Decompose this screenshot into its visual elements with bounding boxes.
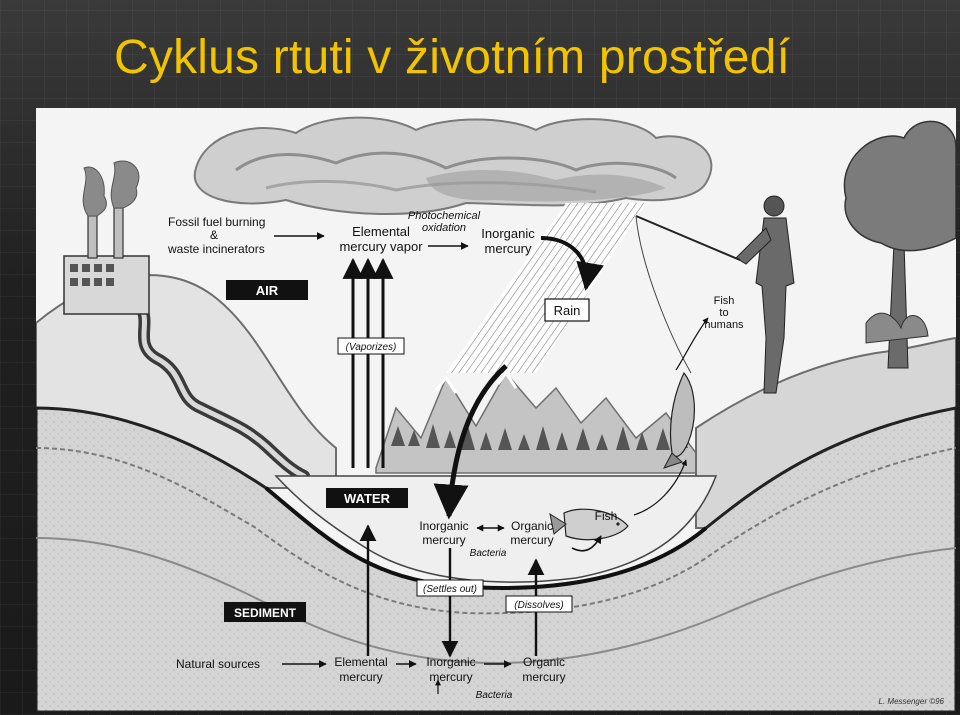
bacteria-water-label: Bacteria — [470, 548, 507, 559]
dissolves-box — [505, 595, 573, 613]
organic-sed-label-line1: Organic — [523, 655, 565, 669]
rain-band — [446, 203, 646, 373]
air-label: AIR — [256, 283, 279, 298]
inorganic-water-label-line1: Inorganic — [419, 519, 468, 533]
mercury-cycle-diagram: AIR WATER SEDIMENT Fossil fuel burning &… — [36, 108, 956, 712]
bacteria-sed-label: Bacteria — [476, 690, 513, 701]
rain-label: Rain — [554, 303, 581, 318]
elemental-vapor-label-line1: Elemental — [352, 224, 410, 239]
fish-label: Fish — [595, 509, 618, 523]
air-label-box — [226, 280, 308, 300]
photochemical-label-line2: oxidation — [422, 222, 466, 234]
water-text-group: Inorganic mercury Organic mercury Bacter… — [419, 509, 617, 559]
sediment-text-group: Natural sources Elemental mercury Inorga… — [176, 655, 566, 701]
arrow-organic-to-fish — [571, 535, 602, 552]
fish-to-humans-line2: to — [719, 307, 728, 319]
photochemical-label-line1: Photochemical — [408, 210, 481, 222]
dissolves-label: (Dissolves) — [514, 600, 563, 611]
inorganic-air-label-line2: mercury — [485, 241, 532, 256]
tree-icon — [843, 120, 956, 369]
sediment-label-box — [224, 602, 306, 622]
fossil-fuel-label-line1: Fossil fuel burning — [168, 215, 265, 229]
fossil-fuel-label-line2: & — [210, 228, 218, 242]
jumping-fish-icon — [662, 371, 695, 469]
sediment-band-1 — [36, 447, 956, 615]
air-text-group: Fossil fuel burning & waste incinerators… — [167, 210, 744, 331]
water-label-box — [326, 488, 408, 508]
tree-line — [391, 424, 688, 450]
sediment-band-2 — [36, 537, 956, 665]
organic-water-label-line2: mercury — [510, 533, 553, 547]
arrow-fish-to-humans — [675, 317, 709, 371]
elemental-sed-label-line2: mercury — [339, 670, 382, 684]
fish-to-humans-line1: Fish — [714, 295, 735, 307]
organic-water-label-line1: Organic — [511, 519, 553, 533]
diagram-canvas: AIR WATER SEDIMENT Fossil fuel burning &… — [36, 108, 956, 712]
cloud-bank — [193, 116, 713, 215]
rain-box — [544, 298, 590, 322]
slide-title: Cyklus rtuti v životním prostředí — [114, 31, 791, 84]
inorganic-air-label-line1: Inorganic — [481, 226, 535, 241]
vaporizes-box — [337, 337, 405, 355]
arrow-rain-to-water — [433, 364, 508, 520]
vaporizes-label: (Vaporizes) — [346, 342, 397, 353]
fish-to-humans-line3: humans — [704, 319, 744, 331]
swimming-fish-icon — [549, 508, 629, 541]
flow-arrows — [274, 232, 709, 694]
elemental-sed-label-line1: Elemental — [334, 655, 387, 669]
sediment-label: SEDIMENT — [234, 606, 297, 620]
inorganic-water-label-line2: mercury — [422, 533, 465, 547]
fisherman-icon — [635, 195, 795, 394]
settles-out-box — [416, 579, 484, 597]
factory-icon — [63, 160, 150, 315]
inorganic-sed-label-line1: Inorganic — [426, 655, 475, 669]
elemental-vapor-label-line2: mercury vapor — [339, 239, 423, 254]
fossil-fuel-label-line3: waste incinerators — [167, 242, 265, 256]
arrow-fish-to-jumping-fish — [633, 459, 688, 516]
water-label: WATER — [344, 491, 391, 506]
organic-sed-label-line2: mercury — [522, 670, 565, 684]
settles-out-label: (Settles out) — [423, 584, 477, 595]
inorganic-sed-label-line2: mercury — [429, 670, 472, 684]
artist-credit: L. Messenger ©96 — [879, 697, 945, 706]
arrow-inorganic-to-rain — [540, 236, 604, 291]
natural-sources-label: Natural sources — [176, 657, 260, 671]
